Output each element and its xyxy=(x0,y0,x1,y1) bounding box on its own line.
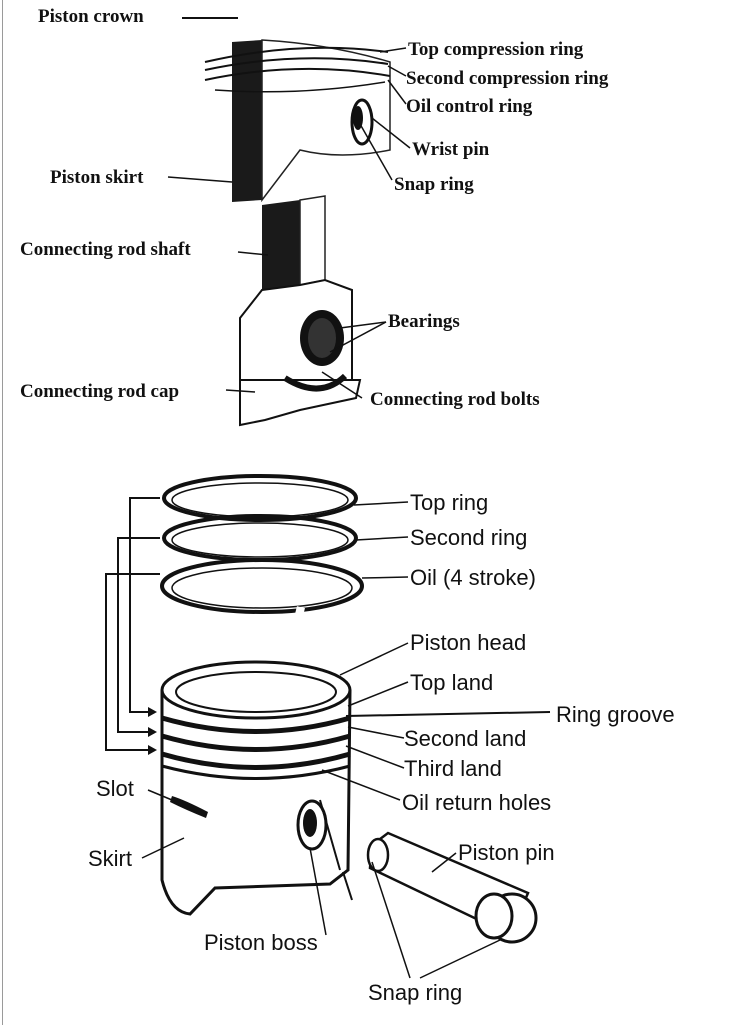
label-oil-ring: Oil (4 stroke) xyxy=(410,565,536,590)
label-piston-crown: Piston crown xyxy=(38,6,144,27)
left-border-line xyxy=(2,0,3,1025)
ring-arrow-oil xyxy=(105,573,160,751)
arrowhead-second xyxy=(148,727,157,737)
piston-pin-end-left xyxy=(366,837,390,873)
leader-connecting-rod-bolts xyxy=(321,371,363,399)
leader-second-land xyxy=(347,726,405,739)
ring-arrow-second xyxy=(117,537,160,733)
label-piston-pin: Piston pin xyxy=(458,840,555,865)
leader-connecting-rod-shaft xyxy=(237,251,269,256)
piston-skirt-shape xyxy=(232,40,262,202)
label-snap-ring: Snap ring xyxy=(394,174,474,195)
ring-arrow-top xyxy=(129,497,160,713)
piston-boss-inner xyxy=(303,809,317,837)
label-ring-groove: Ring groove xyxy=(556,702,675,727)
connecting-rod-shaft-shape xyxy=(262,200,300,290)
leader-bearings-1 xyxy=(339,321,387,329)
top-ring-inner xyxy=(171,482,349,518)
leader-slot xyxy=(147,789,173,801)
piston-pin-bore xyxy=(474,892,514,940)
top-compression-ring-shape xyxy=(204,46,389,63)
piston-head-shape xyxy=(160,660,352,720)
label-snap-ring-lower: Snap ring xyxy=(368,980,462,1005)
label-connecting-rod-bolts: Connecting rod bolts xyxy=(370,389,540,410)
second-compression-ring-shape xyxy=(204,57,389,71)
leader-piston-boss xyxy=(309,847,327,936)
label-slot: Slot xyxy=(96,776,134,801)
leader-snap-ring xyxy=(359,123,393,181)
oil-ring-gap xyxy=(295,606,305,616)
slot-shape xyxy=(170,796,208,818)
leader-connecting-rod-cap xyxy=(225,389,256,393)
leader-oil-ring xyxy=(361,576,409,579)
label-top-ring: Top ring xyxy=(410,490,488,515)
label-bearings: Bearings xyxy=(388,311,460,332)
leader-snap-ring-2 xyxy=(419,939,501,979)
arrowhead-top xyxy=(148,707,157,717)
leader-skirt xyxy=(141,837,185,859)
leader-ring-groove xyxy=(345,711,551,717)
top-ring-shape xyxy=(162,474,358,522)
label-connecting-rod-shaft: Connecting rod shaft xyxy=(20,239,191,260)
label-skirt: Skirt xyxy=(88,846,132,871)
leader-top-compression-ring xyxy=(379,47,407,53)
connecting-rod-cap-arc xyxy=(283,373,348,392)
ring-groove-4 xyxy=(161,764,351,780)
second-ring-inner xyxy=(171,522,349,558)
leader-oil-control-ring xyxy=(387,79,407,105)
leader-third-land xyxy=(345,745,405,769)
leader-oil-return-holes xyxy=(321,769,401,801)
label-connecting-rod-cap: Connecting rod cap xyxy=(20,381,179,402)
connecting-rod-shaft-side xyxy=(299,195,326,286)
label-wrist-pin: Wrist pin xyxy=(412,139,490,160)
label-piston-head: Piston head xyxy=(410,630,526,655)
oil-ring-inner xyxy=(171,567,353,609)
arrowhead-oil xyxy=(148,745,157,755)
leader-wrist-pin xyxy=(371,117,411,149)
label-piston-boss: Piston boss xyxy=(204,930,318,955)
connecting-rod-cap-shape xyxy=(239,379,362,427)
piston-boss-ridge xyxy=(319,799,341,871)
bearing-shell xyxy=(308,318,336,358)
oil-control-ring-shape xyxy=(204,67,391,81)
label-second-land: Second land xyxy=(404,726,526,751)
leader-second-compression-ring xyxy=(387,65,407,77)
ring-groove-3 xyxy=(161,751,351,770)
leader-piston-pin xyxy=(431,852,457,873)
label-oil-return-holes: Oil return holes xyxy=(402,790,551,815)
leader-piston-skirt xyxy=(167,176,233,183)
ring-groove-1 xyxy=(161,715,351,734)
leader-second-ring xyxy=(355,536,409,541)
label-second-compression-ring: Second compression ring xyxy=(406,68,609,89)
label-third-land: Third land xyxy=(404,756,502,781)
leader-snap-ring-1 xyxy=(371,861,411,979)
label-oil-control-ring: Oil control ring xyxy=(406,96,533,117)
leader-bearings-2 xyxy=(329,321,387,353)
piston-head-inner xyxy=(175,671,337,713)
oil-ring-shape xyxy=(160,558,364,614)
leader-top-ring xyxy=(353,501,409,506)
leader-top-land xyxy=(347,681,409,707)
label-top-land: Top land xyxy=(410,670,493,695)
ring-lower-line xyxy=(214,81,386,93)
label-piston-skirt: Piston skirt xyxy=(50,167,144,188)
upper-diagram: Piston crown Top compression ring Second… xyxy=(20,6,609,427)
skirt-cutout xyxy=(342,871,353,901)
leader-piston-head xyxy=(339,642,409,676)
lower-diagram: Top ring Second ring Oil (4 stroke) Pist… xyxy=(88,474,675,1005)
label-second-ring: Second ring xyxy=(410,525,527,550)
piston-body-side xyxy=(261,39,391,203)
label-top-compression-ring: Top compression ring xyxy=(408,39,584,60)
ring-groove-2 xyxy=(161,733,351,752)
